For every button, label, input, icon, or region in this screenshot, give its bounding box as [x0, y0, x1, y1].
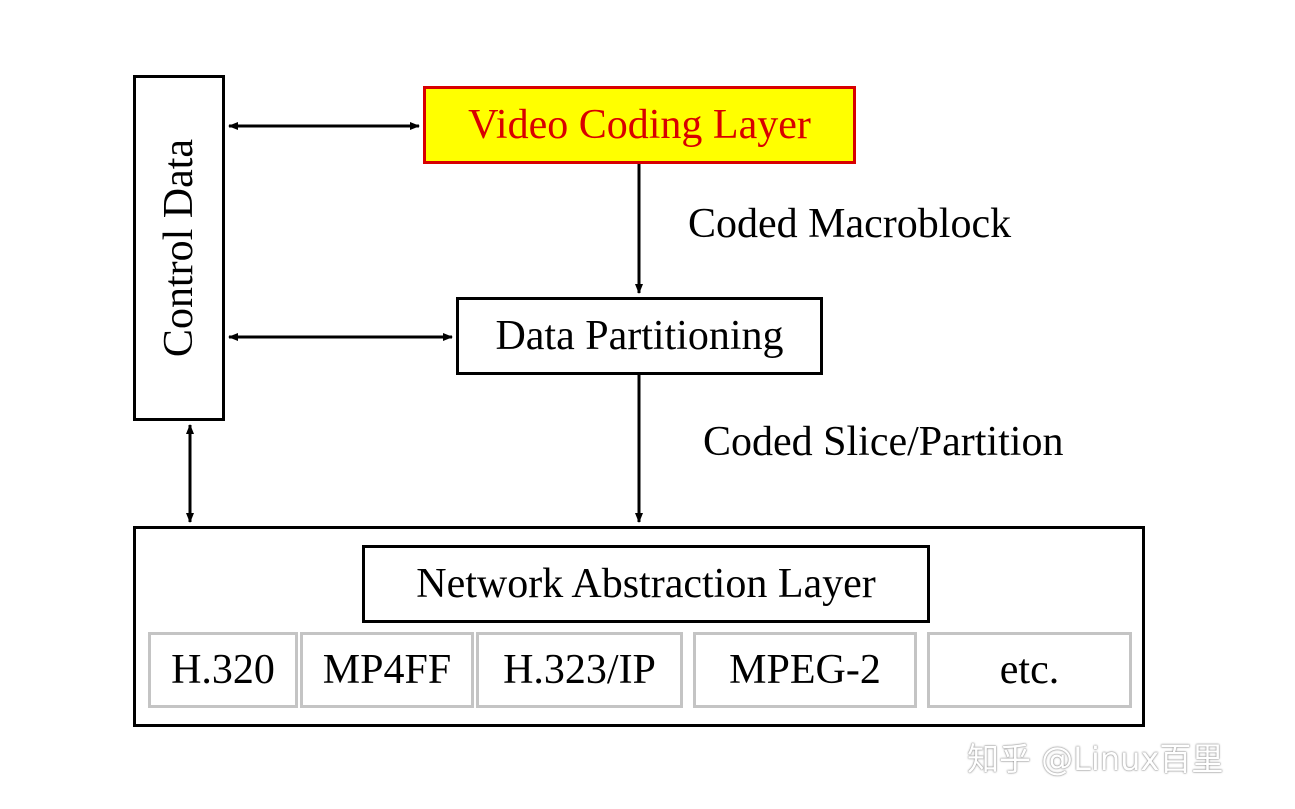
protocol-etc: etc.: [927, 632, 1132, 708]
coded-slice-partition-label: Coded Slice/Partition: [703, 419, 1064, 465]
network-abstraction-layer-box: Network Abstraction Layer: [362, 545, 930, 623]
watermark: 知乎 @Linux百里: [967, 740, 1224, 778]
video-coding-layer-box: Video Coding Layer: [423, 86, 856, 164]
protocol-h320: H.320: [148, 632, 298, 708]
data-partitioning-box: Data Partitioning: [456, 297, 823, 375]
protocol-h323-ip: H.323/IP: [476, 632, 683, 708]
protocol-mp4ff: MP4FF: [300, 632, 474, 708]
protocol-mpeg2: MPEG-2: [693, 632, 917, 708]
control-data-box: Control Data: [133, 75, 225, 421]
coded-macroblock-label: Coded Macroblock: [688, 201, 1012, 247]
control-data-label: Control Data: [156, 138, 202, 358]
